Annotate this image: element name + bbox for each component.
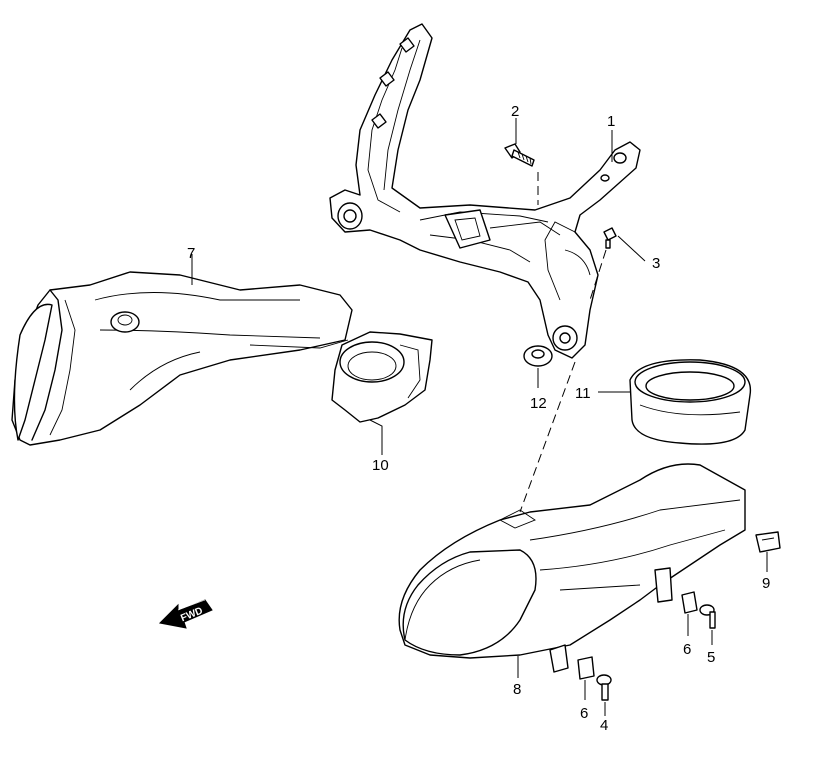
- callout-5: 5: [707, 649, 715, 666]
- screw-part-5: [699, 604, 716, 645]
- callout-1: 1: [607, 113, 615, 130]
- callout-11: 11: [575, 385, 591, 402]
- lower-air-duct-part-8: [398, 463, 746, 678]
- clip-part-3: [589, 227, 646, 301]
- callout-12: 12: [530, 395, 547, 412]
- nut-clip-part-6b: [577, 656, 595, 700]
- rubber-boot-part-10: [331, 331, 433, 455]
- grommet-part-12: [523, 345, 553, 388]
- forward-arrow-icon: FWD: [158, 599, 213, 629]
- nut-clip-part-6a: [681, 591, 698, 636]
- callout-9: 9: [762, 575, 770, 592]
- callout-6b: 6: [580, 705, 588, 722]
- screw-part-4: [596, 674, 612, 716]
- assembly-guide-line: [519, 361, 576, 513]
- callout-6a: 6: [683, 641, 691, 658]
- callout-2: 2: [511, 103, 519, 120]
- callout-10: 10: [372, 457, 389, 474]
- upper-bracket-part: [329, 23, 641, 359]
- callout-7: 7: [187, 245, 195, 262]
- callout-4: 4: [600, 717, 608, 734]
- left-air-duct-part-7: [11, 254, 353, 446]
- seal-ring-part-11: [598, 359, 752, 445]
- clip-nut-part-9: [755, 531, 781, 572]
- callout-3: 3: [652, 255, 660, 272]
- callout-8: 8: [513, 681, 521, 698]
- bolt-part-2: [504, 143, 539, 205]
